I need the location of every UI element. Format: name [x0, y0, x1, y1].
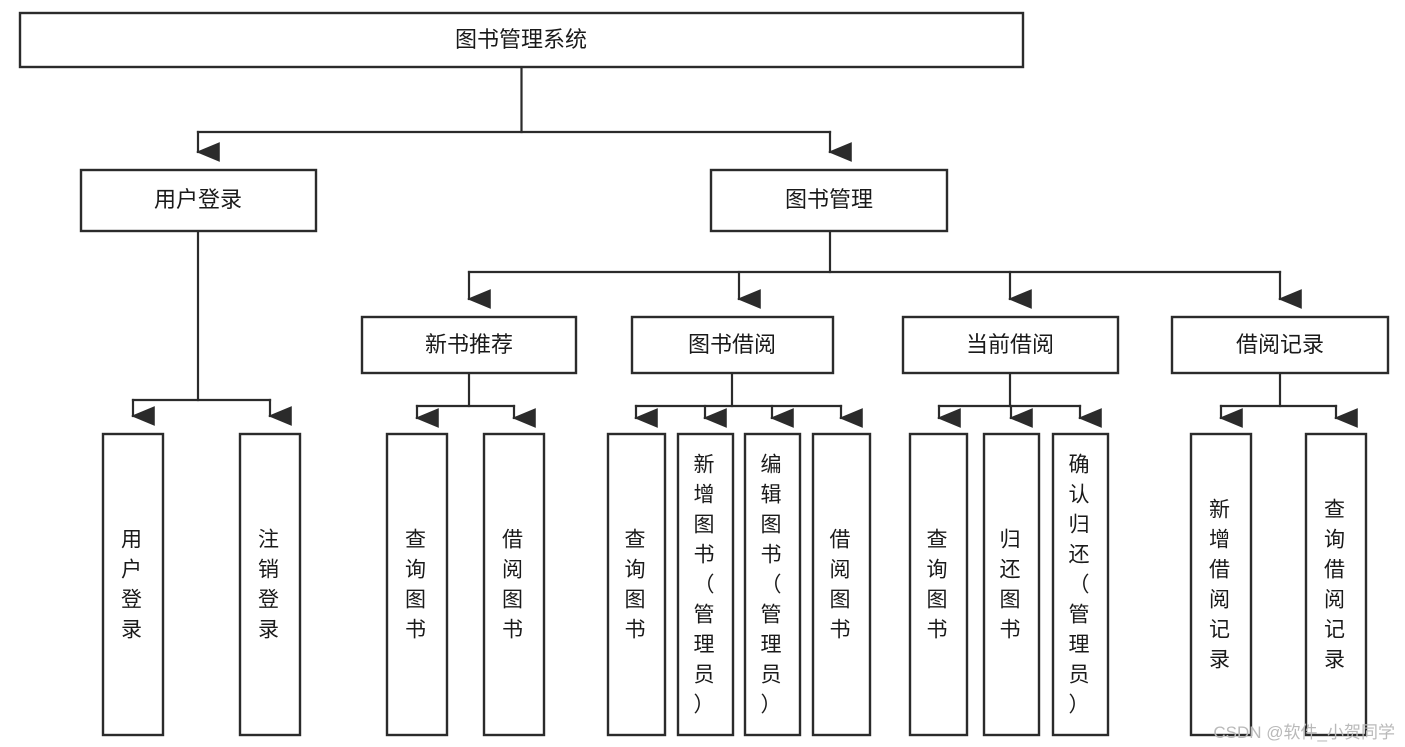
node-root[interactable]: 图书管理系统 [18, 11, 1025, 69]
leaf-node-box [982, 432, 1041, 737]
watermark-text: CSDN @软件_小贺同学 [1213, 723, 1395, 742]
leaf-node-box [385, 432, 449, 737]
node-user-login[interactable]: 用户登录 [79, 168, 318, 233]
leaf-node[interactable]: 借阅图书 [811, 432, 872, 737]
leaf-node-box [743, 432, 802, 737]
node-borrow-record[interactable]: 借阅记录 [1170, 315, 1390, 375]
leaf-node-label: 归还图书 [1000, 529, 1024, 642]
node-borrow-record-label: 借阅记录 [1236, 332, 1324, 357]
node-user-login-box [79, 168, 318, 233]
leaf-node[interactable]: 编辑图书（管理员） [743, 432, 802, 737]
leaf-node-label: 借阅图书 [502, 529, 526, 642]
leaf-node-box [238, 432, 302, 737]
leaf-node-label: 注销登录 [258, 529, 282, 642]
node-book-borrow[interactable]: 图书借阅 [630, 315, 835, 375]
leaf-node[interactable]: 用户登录 [101, 432, 165, 737]
node-book-manage-box [709, 168, 949, 233]
node-current-borrow[interactable]: 当前借阅 [901, 315, 1120, 375]
leaf-node-label: 查询图书 [625, 529, 649, 642]
leaf-node-box [908, 432, 969, 737]
leaf-node-box [676, 432, 735, 737]
node-root-box [18, 11, 1025, 69]
leaf-node-label: 确认归还（管理员） [1069, 454, 1093, 717]
leaf-node[interactable]: 新增借阅记录 [1189, 432, 1253, 737]
leaf-layer: 用户登录 注销登录 查询图书 借阅图书 查询图书 新增图书（管理员） 编辑图书（管理员） 借阅… [101, 432, 1368, 737]
leaf-node[interactable]: 确认归还（管理员） [1051, 432, 1110, 737]
node-borrow-record-box [1170, 315, 1390, 375]
node-new-book-rec[interactable]: 新书推荐 [360, 315, 578, 375]
node-new-book-rec-box [360, 315, 578, 375]
leaf-node[interactable]: 查询借阅记录 [1304, 432, 1368, 737]
leaf-node-label: 编辑图书（管理员） [761, 454, 785, 717]
leaf-node-label: 查询图书 [927, 529, 951, 642]
node-book-borrow-box [630, 315, 835, 375]
leaf-node[interactable]: 借阅图书 [482, 432, 546, 737]
node-book-manage[interactable]: 图书管理 [709, 168, 949, 233]
node-current-borrow-label: 当前借阅 [966, 332, 1054, 357]
leaf-node-box [1189, 432, 1253, 737]
leaf-node-label: 查询借阅记录 [1324, 499, 1348, 672]
node-root-label: 图书管理系统 [455, 27, 587, 52]
leaf-node[interactable]: 查询图书 [908, 432, 969, 737]
leaf-node-label: 查询图书 [405, 529, 429, 642]
node-user-login-label: 用户登录 [154, 187, 242, 212]
node-current-borrow-box [901, 315, 1120, 375]
leaf-node-box [606, 432, 667, 737]
leaf-node-box [811, 432, 872, 737]
node-book-borrow-label: 图书借阅 [688, 332, 776, 357]
leaf-node[interactable]: 查询图书 [606, 432, 667, 737]
leaf-node-label: 新增图书（管理员） [694, 454, 718, 717]
leaf-node-box [101, 432, 165, 737]
leaf-node-label: 用户登录 [121, 529, 145, 642]
leaf-node-box [482, 432, 546, 737]
leaf-node[interactable]: 注销登录 [238, 432, 302, 737]
leaf-node[interactable]: 新增图书（管理员） [676, 432, 735, 737]
connector-layer [131, 65, 1358, 428]
leaf-node-box [1304, 432, 1368, 737]
node-book-manage-label: 图书管理 [785, 187, 873, 212]
leaf-node-label: 新增借阅记录 [1209, 499, 1233, 672]
leaf-node[interactable]: 查询图书 [385, 432, 449, 737]
leaf-node-box [1051, 432, 1110, 737]
leaf-node-label: 借阅图书 [830, 529, 854, 642]
node-new-book-rec-label: 新书推荐 [425, 332, 513, 357]
leaf-node[interactable]: 归还图书 [982, 432, 1041, 737]
